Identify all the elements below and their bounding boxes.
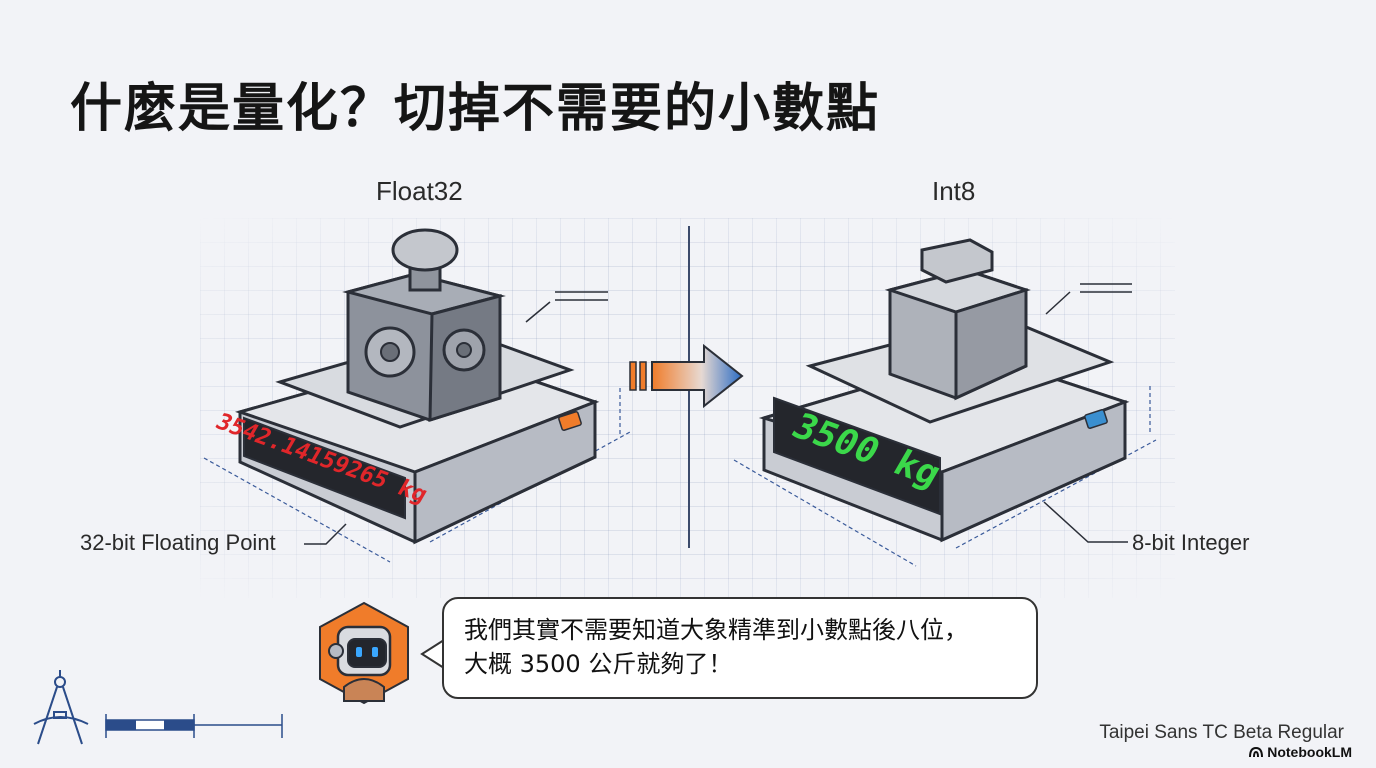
notebooklm-logo-icon xyxy=(1249,746,1264,758)
brand-label: NotebookLM xyxy=(1267,744,1352,760)
drafting-compass-icon xyxy=(33,670,89,745)
int8-caption: 8-bit Integer xyxy=(1132,530,1250,555)
int8-caption-leader xyxy=(1043,501,1128,543)
speech-bubble: 我們其實不需要知道大象精準到小數點後八位， 大概 3500 公斤就夠了！ xyxy=(442,597,1038,699)
float32-caption-leader xyxy=(304,523,347,545)
right-arrow-icon xyxy=(629,343,744,409)
brand-watermark: NotebookLM xyxy=(1249,744,1352,760)
float32-indicator xyxy=(558,411,582,431)
speech-line-2: 大概 3500 公斤就夠了！ xyxy=(464,650,733,678)
speech-line-1: 我們其實不需要知道大象精準到小數點後八位， xyxy=(464,616,968,644)
float32-label: Float32 xyxy=(376,176,463,206)
int8-scale-illustration: 3500 kg xyxy=(733,238,1157,567)
int8-indicator xyxy=(1084,409,1108,429)
font-note: Taipei Sans TC Beta Regular xyxy=(1099,722,1344,743)
robot-avatar-icon xyxy=(319,601,409,705)
page-title: 什麼是量化？切掉不需要的小數點 xyxy=(70,79,881,139)
speech-bubble-tail xyxy=(420,639,445,669)
scale-bar-icon xyxy=(105,714,283,738)
int8-label: Int8 xyxy=(932,176,976,206)
float32-caption: 32-bit Floating Point xyxy=(80,530,276,555)
float32-scale-illustration: 3542.14159265 kg xyxy=(203,228,631,563)
